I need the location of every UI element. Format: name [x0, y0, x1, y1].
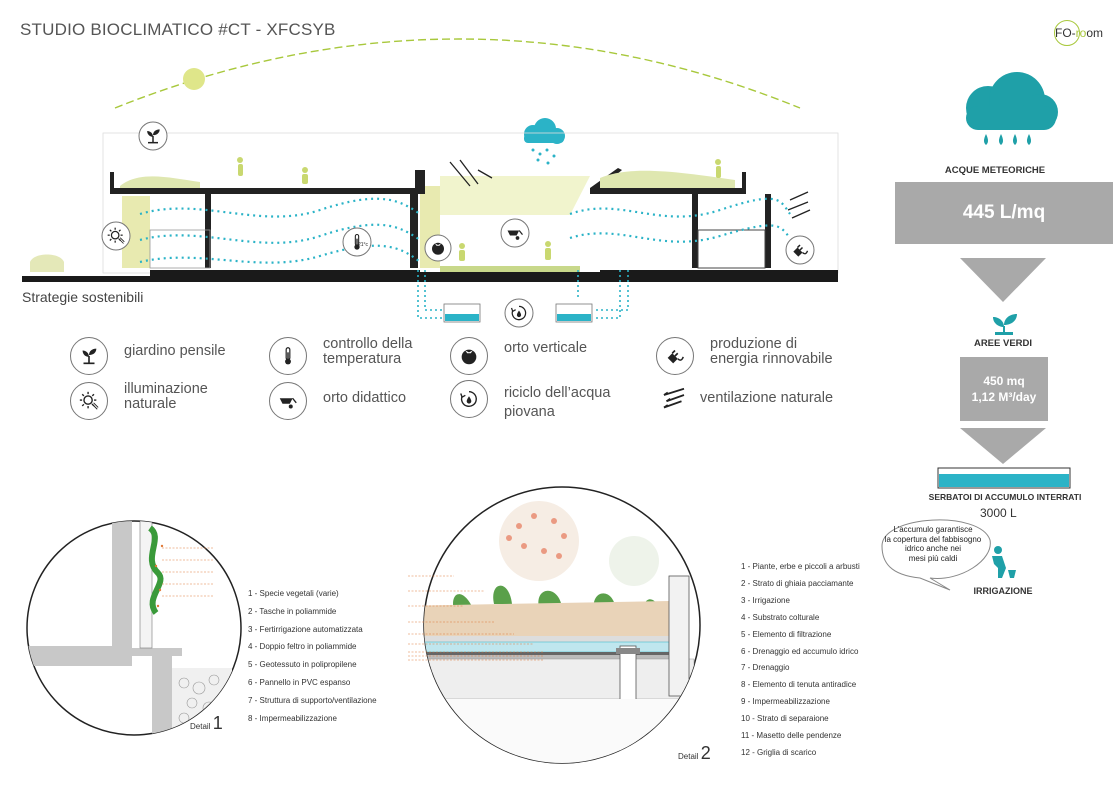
tank-label: SERBATOI DI ACCUMULO INTERRATI [928, 492, 1082, 502]
green-areas-label: AREE VERDI [973, 338, 1033, 349]
legend-label: orto verticale [504, 340, 588, 356]
legend-label: orto didattico [323, 390, 407, 406]
sun-path [114, 38, 801, 109]
ventilation-flows [139, 197, 791, 264]
legend-label: produzione di energia rinnovabile [710, 336, 833, 367]
thermometer-icon [269, 337, 307, 375]
legend-label: illuminazione naturale [124, 381, 208, 412]
detail-1-drawing [26, 520, 242, 736]
detail-2-item: 9 - Impermeabilizzazione [741, 697, 830, 707]
legend-item-giardino-pensile: giardino pensile [70, 337, 226, 375]
detail-1-number: 1 [212, 713, 223, 733]
legend-item-produzione-energia: produzione di energia rinnovabile [656, 337, 833, 375]
detail-2-item: 4 - Substrato colturale [741, 612, 820, 622]
detail-2-item: 10 - Strato di separaione [741, 714, 829, 724]
rain-cloud-icon [966, 72, 1058, 130]
sun-icon [183, 68, 205, 90]
detail-1-label: Detail 1 [190, 713, 223, 734]
detail-1-item: 4 - Doppio feltro in poliammide [248, 642, 357, 652]
legend-label: riciclo dell’acqua piovana [504, 385, 611, 420]
svg-text:21°c: 21°c [358, 242, 369, 248]
detail-2-item: 7 - Drenaggio [741, 663, 790, 673]
logo-text: FO-room [1055, 26, 1104, 40]
water-pipes [417, 270, 629, 319]
legend-item-riciclo-acqua: riciclo dell’acqua piovana [450, 380, 610, 422]
green-water-demand: 1,12 M³/day [971, 390, 1037, 404]
wind-icon [656, 382, 692, 418]
logo-ring [1054, 20, 1080, 46]
tank-value: 3000 L [980, 506, 1017, 520]
detail-1-item: 8 - Impermeabilizzazione [248, 713, 337, 723]
section-icons: 21°c [101, 121, 815, 328]
detail-1-item: 5 - Geotessuto in polipropilene [248, 660, 357, 670]
sun-icon [70, 382, 108, 420]
section-label: Strategie sostenibili [22, 289, 144, 305]
rain-label: ACQUE METEORICHE [944, 165, 1046, 176]
detail-2-item: 11 - Masetto delle pendenze [741, 731, 842, 741]
wheelbarrow-icon [269, 382, 307, 420]
detail-1-legend: 1 - Specie vegetali (varie) 2 - Tasche i… [248, 585, 377, 727]
water-recycle-icon [450, 380, 488, 418]
detail-1-item: 7 - Struttura di supporto/ventilazione [248, 695, 377, 705]
bubble-text: L’accumulo garantisce la copertura del f… [884, 525, 982, 563]
detail-2-label: Detail 2 [678, 743, 711, 764]
irrigation-person-icon [992, 546, 1016, 578]
tomato-icon [450, 337, 488, 375]
sprout-icon [993, 314, 1017, 335]
detail-2-item: 5 - Elemento di filtrazione [741, 629, 832, 639]
detail-1-text: Detail [190, 722, 211, 731]
detail-2-legend: 1 - Piante, erbe e piccoli a arbusti 2 -… [741, 559, 860, 762]
legend-label: controllo della temperatura [323, 336, 413, 367]
detail-1-item: 2 - Tasche in poliammide [248, 606, 337, 616]
speech-bubble [881, 519, 991, 591]
green-areas-value: 450 mq 1,12 M³/day [960, 357, 1048, 421]
plant-icon [70, 337, 108, 375]
detail-2-item: 8 - Elemento di tenuta antiradice [741, 680, 857, 690]
legend-label: giardino pensile [124, 343, 226, 359]
detail-1-item: 6 - Pannello in PVC espanso [248, 677, 351, 687]
detail-2-item: 12 - Griglia di scarico [741, 747, 817, 757]
detail-2-item: 2 - Strato di ghiaia pacciamante [741, 578, 854, 588]
legend-item-ventilazione: ventilazione naturale [656, 382, 833, 418]
detail-1-item: 1 - Specie vegetali (varie) [248, 589, 339, 598]
rain-drops-icon [984, 134, 1031, 145]
detail-2-text: Detail [678, 752, 699, 761]
rain-drops-small [531, 148, 556, 165]
people-figures [237, 157, 721, 261]
legend-item-controllo-temperatura: controllo della temperatura [269, 337, 412, 375]
detail-1-item: 3 - Fertirrigazione automatizzata [248, 624, 363, 634]
wind-arrows [449, 159, 811, 219]
detail-2-item: 3 - Irrigazione [741, 595, 790, 605]
legend-label: ventilazione naturale [700, 390, 834, 406]
green-area-size: 450 mq [983, 374, 1025, 388]
energy-plug-icon [656, 337, 694, 375]
rain-cloud-small [524, 118, 565, 144]
legend-item-orto-verticale: orto verticale [450, 337, 587, 375]
irrigation-label: IRRIGAZIONE [973, 586, 1033, 596]
detail-2-drawing [408, 486, 701, 764]
detail-2-number: 2 [700, 743, 711, 763]
logo: FO-room [1054, 20, 1112, 46]
rain-value: 445 L/mq [962, 202, 1046, 223]
water-flow-diagram [881, 72, 1113, 591]
legend-item-orto-didattico: orto didattico [269, 382, 406, 420]
detail-2-item: 1 - Piante, erbe e piccoli a arbusti [741, 562, 860, 571]
detail-2-item: 6 - Drenaggio ed accumulo idrico [741, 646, 859, 656]
page-title: STUDIO BIOCLIMATICO #CT - XFCSYB [20, 20, 336, 39]
legend-item-illuminazione: illuminazione naturale [70, 382, 208, 420]
